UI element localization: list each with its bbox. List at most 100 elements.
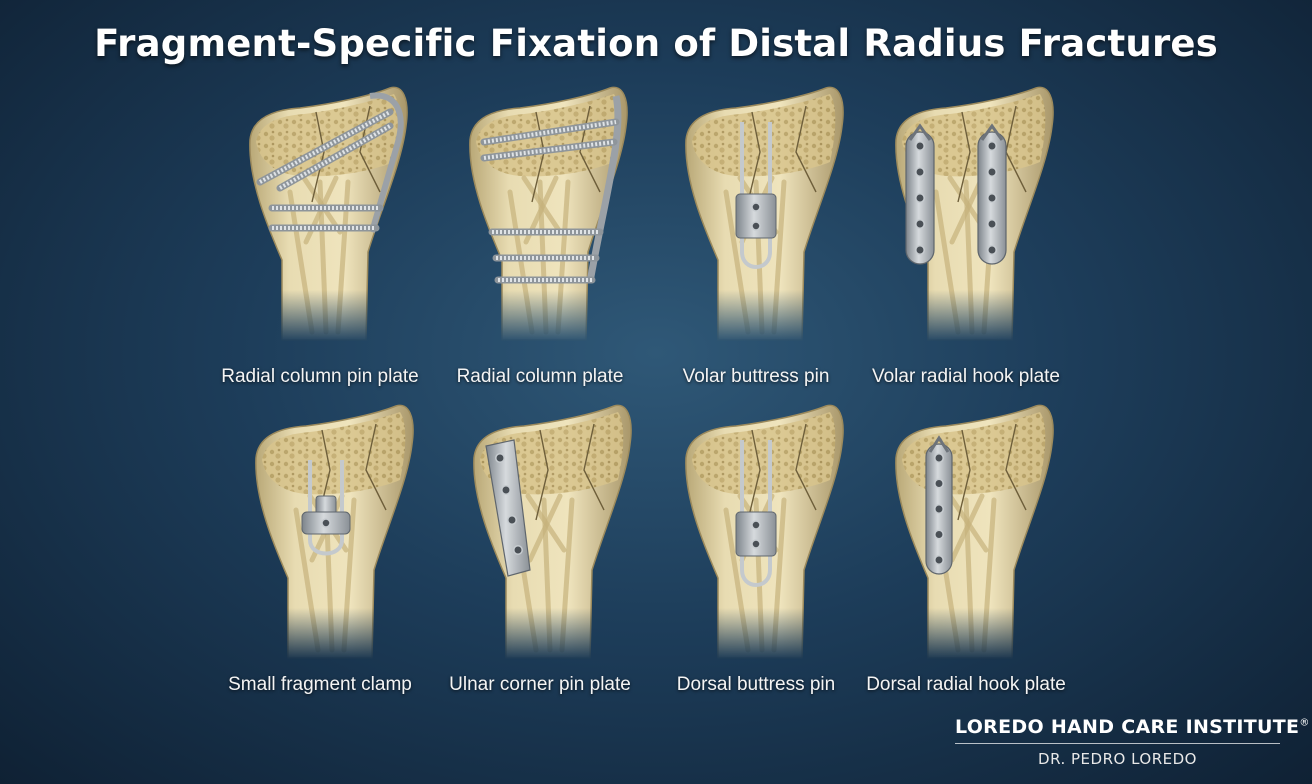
screw xyxy=(480,118,620,146)
cancellous-bone xyxy=(902,94,1046,177)
implant-label-dorsal-radial-hook-plate: Dorsal radial hook plate xyxy=(866,674,1066,695)
screw-hole xyxy=(987,167,997,177)
trabecula xyxy=(949,175,985,245)
implant-label-radial-column-pin-plate: Radial column pin plate xyxy=(221,366,419,387)
fixation-hardware xyxy=(480,95,622,284)
screw-hole xyxy=(915,245,925,255)
fracture-line xyxy=(535,429,549,521)
screw-hole xyxy=(501,485,511,495)
screw-hole xyxy=(987,219,997,229)
radius-bone-group xyxy=(895,404,1054,659)
screw-thread xyxy=(279,124,391,190)
screw-hole xyxy=(513,545,523,555)
radius-bone-group xyxy=(249,86,408,341)
fixation-hardware xyxy=(735,440,777,587)
fracture-line xyxy=(1005,423,1027,511)
bone-illustration xyxy=(895,86,1054,341)
trabecula xyxy=(933,189,961,335)
implant-panel xyxy=(226,400,426,660)
implant-panel xyxy=(220,82,420,342)
implant-label-radial-column-plate: Radial column plate xyxy=(456,366,624,387)
implant-label-small-fragment-clamp: Small fragment clamp xyxy=(228,674,412,695)
screw-thread xyxy=(259,110,391,184)
bone-illustration xyxy=(469,86,628,341)
bone-illustration xyxy=(895,404,1054,659)
bone-illustration xyxy=(249,86,408,341)
screw-hole xyxy=(751,202,761,212)
trabecula xyxy=(287,189,315,335)
trabecula xyxy=(981,497,997,653)
screw-hole xyxy=(751,539,761,549)
fixation-hardware xyxy=(301,460,351,556)
screw-hole xyxy=(321,518,331,528)
screw-hole xyxy=(934,478,944,489)
screw-hole xyxy=(915,193,925,203)
institute-name: LOREDO HAND CARE INSTITUTE® xyxy=(955,716,1309,744)
buttress-wire xyxy=(740,440,772,587)
clamp-wire xyxy=(308,460,344,556)
hook xyxy=(928,435,950,453)
screw-hole xyxy=(987,245,997,255)
screw-hole xyxy=(987,193,997,203)
screw-hole xyxy=(934,453,944,463)
plate xyxy=(586,95,622,283)
implant-label-ulnar-corner-pin-plate: Ulnar corner pin plate xyxy=(449,674,631,695)
screw-hole xyxy=(987,141,997,151)
trabecula xyxy=(507,189,535,335)
cancellous-bone xyxy=(256,94,400,177)
implant-panel xyxy=(440,82,640,342)
bone-illustration xyxy=(473,404,632,659)
fracture-line xyxy=(747,111,761,203)
trabecula xyxy=(771,497,787,653)
screw-hole xyxy=(934,555,944,565)
fracture-line xyxy=(795,105,817,193)
hook xyxy=(980,123,1004,141)
implant-panel xyxy=(444,400,644,660)
bone-illustration xyxy=(685,86,844,341)
fixation-hardware xyxy=(485,439,531,577)
cancellous-bone xyxy=(692,412,836,495)
page-title: Fragment-Specific Fixation of Distal Rad… xyxy=(94,22,1218,65)
cancellous-bone xyxy=(692,94,836,177)
screw-hole xyxy=(934,529,944,540)
implant-panel xyxy=(866,400,1066,660)
trabecula xyxy=(949,493,985,563)
plate xyxy=(485,439,531,577)
trabecula xyxy=(341,497,357,653)
buttress-wire xyxy=(740,122,772,269)
trabecula xyxy=(559,497,575,653)
trabecula xyxy=(527,493,563,563)
fracture-line xyxy=(957,429,971,521)
fracture-line xyxy=(365,423,387,511)
screw-hole xyxy=(915,219,925,229)
bone-illustration xyxy=(685,404,844,659)
screw-thread xyxy=(483,140,615,160)
screw-hole xyxy=(495,453,505,463)
screw-hole xyxy=(915,141,925,151)
hook xyxy=(908,123,932,141)
buttress-plate xyxy=(735,193,777,239)
fracture-line xyxy=(747,429,761,521)
fracture-line xyxy=(795,423,817,511)
screw-hole xyxy=(915,167,925,177)
screw-hole xyxy=(934,504,944,514)
trabecula xyxy=(293,507,321,653)
fixation-hardware xyxy=(905,123,1007,265)
fixation-hardware xyxy=(925,435,953,575)
plate xyxy=(369,92,404,233)
trabecula xyxy=(723,507,751,653)
fracture-line xyxy=(957,111,971,203)
implant-panel xyxy=(656,400,856,660)
implant-label-volar-radial-hook-plate: Volar radial hook plate xyxy=(871,366,1060,387)
trabecula xyxy=(723,189,751,335)
trabecula xyxy=(771,179,787,335)
implant-label-dorsal-buttress-pin: Dorsal buttress pin xyxy=(676,674,836,695)
trademark-symbol: ® xyxy=(1299,717,1310,729)
bone-illustration xyxy=(255,404,414,659)
implant-label-volar-buttress-pin: Volar buttress pin xyxy=(682,366,830,387)
institute-logo: LOREDO HAND CARE INSTITUTE® DR. PEDRO LO… xyxy=(955,716,1309,768)
buttress-plate xyxy=(735,511,777,557)
fracture-line xyxy=(583,423,605,511)
implant-panel xyxy=(866,82,1066,342)
fixation-hardware xyxy=(256,92,404,233)
